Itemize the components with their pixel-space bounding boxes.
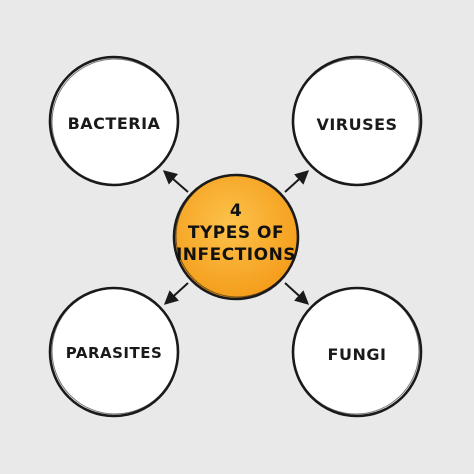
node-viruses: VIRUSES <box>291 55 423 187</box>
center-title-line2: TYPES OF <box>188 223 284 243</box>
node-bacteria: BACTERIA <box>48 55 180 187</box>
viruses-label: VIRUSES <box>316 115 397 134</box>
center-title-line3: INFECTIONS <box>176 245 296 265</box>
parasites-circle-sketch <box>51 287 179 415</box>
fungi-circle-sketch <box>292 287 420 415</box>
arrow-to-bacteria <box>162 170 189 193</box>
viruses-circle-sketch <box>292 58 420 186</box>
center-title-line1: 4 <box>230 201 242 221</box>
arrow-to-viruses <box>284 170 310 193</box>
arrow-to-parasites <box>163 282 189 305</box>
center-node: 4 TYPES OF INFECTIONS <box>172 173 300 301</box>
arrow-to-fungi <box>284 282 310 305</box>
node-parasites: PARASITES <box>48 286 180 418</box>
bacteria-label: BACTERIA <box>68 114 161 133</box>
bacteria-circle-sketch <box>51 58 179 186</box>
parasites-label: PARASITES <box>66 344 163 362</box>
fungi-label: FUNGI <box>328 345 387 364</box>
node-fungi: FUNGI <box>291 286 423 418</box>
center-circle-sketch <box>175 174 299 298</box>
